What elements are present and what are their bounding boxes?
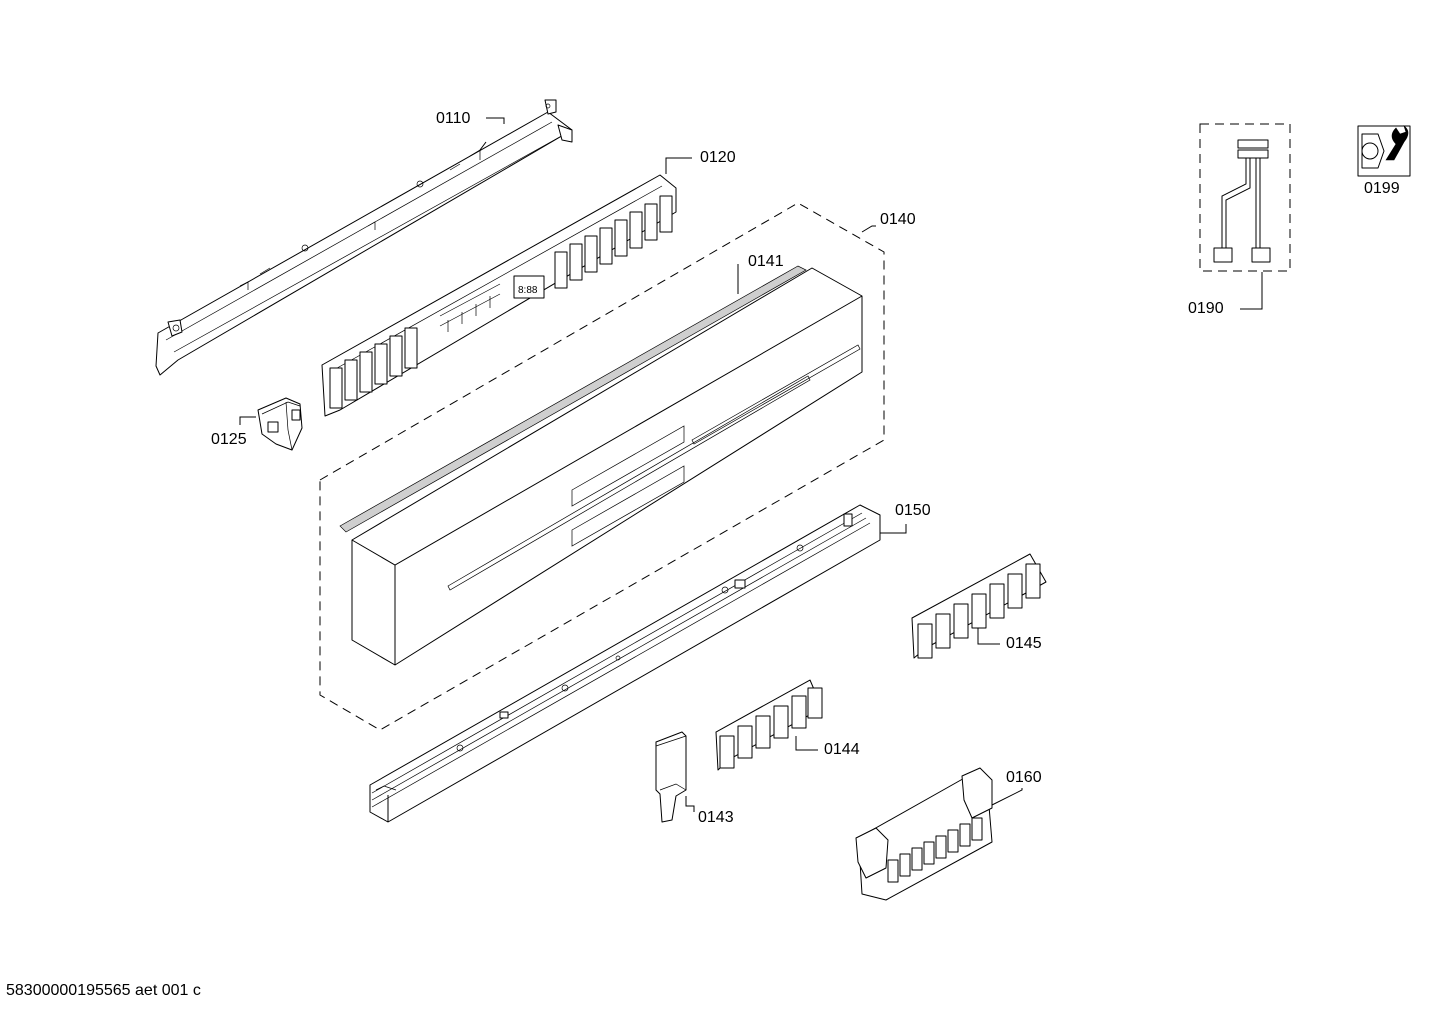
part-label-0150: 0150 bbox=[895, 502, 931, 519]
part-label-0120: 0120 bbox=[700, 149, 736, 166]
part-0141-strip bbox=[339, 265, 807, 533]
leader-0125 bbox=[239, 416, 256, 425]
part-label-0199: 0199 bbox=[1364, 180, 1400, 197]
part-0143-push-rod bbox=[655, 731, 687, 823]
part-label-0125: 0125 bbox=[211, 431, 247, 448]
part-0120-control-board: 8:88 bbox=[321, 174, 677, 417]
leader-0110 bbox=[486, 117, 505, 124]
leader-0120 bbox=[665, 157, 692, 174]
part-label-0141: 0141 bbox=[748, 253, 784, 270]
part-0190-cable-harness bbox=[1213, 139, 1271, 263]
part-0125-connector bbox=[257, 397, 303, 451]
leader-0150 bbox=[880, 524, 907, 534]
part-label-0143: 0143 bbox=[698, 809, 734, 826]
leader-0190 bbox=[1240, 272, 1263, 310]
wrench-nut-icon bbox=[1357, 125, 1411, 177]
leader-0140 bbox=[861, 225, 876, 233]
drawing-number: 58300000195565 aet 001 c bbox=[6, 982, 201, 999]
part-0140-fascia-panel bbox=[351, 267, 863, 666]
part-0160-bracket bbox=[855, 767, 993, 901]
leader-0160 bbox=[991, 788, 1023, 806]
part-label-0190: 0190 bbox=[1188, 300, 1224, 317]
svg-text:8:88: 8:88 bbox=[518, 285, 538, 296]
assembly-outline-0140 bbox=[319, 202, 885, 731]
part-label-0144: 0144 bbox=[824, 741, 860, 758]
part-0150-lower-profile bbox=[369, 504, 881, 823]
part-label-0110: 0110 bbox=[436, 110, 471, 127]
part-0110-rail bbox=[155, 99, 573, 376]
leader-0145 bbox=[977, 628, 1000, 645]
part-label-0140: 0140 bbox=[880, 211, 916, 228]
part-0145-key-carrier bbox=[911, 553, 1047, 659]
part-label-0145: 0145 bbox=[1006, 635, 1042, 652]
leader-0144 bbox=[795, 736, 818, 751]
leader-0143 bbox=[685, 796, 695, 812]
cable-harness-frame-0190 bbox=[1199, 123, 1291, 272]
part-label-0160: 0160 bbox=[1006, 769, 1042, 786]
part-0144-key-carrier bbox=[715, 679, 823, 771]
